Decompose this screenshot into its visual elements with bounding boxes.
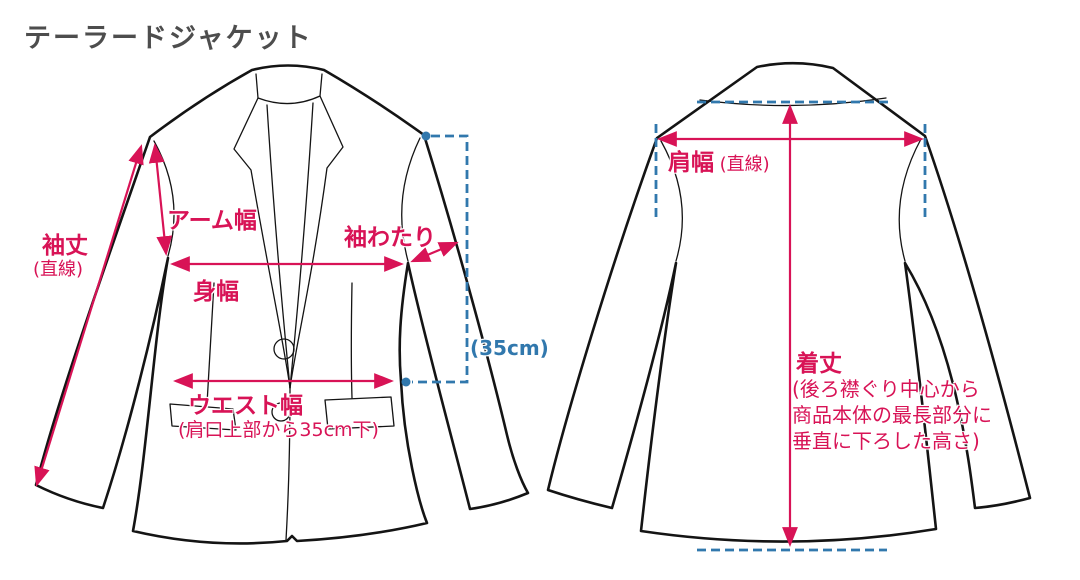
front-collar-band: [255, 73, 323, 105]
sleeve-span-label: 袖わたり: [344, 225, 436, 251]
blue-guide-dots: [401, 131, 431, 387]
front-pocket-flap-right: [324, 396, 395, 430]
offset-35cm-label: (35cm): [470, 336, 549, 360]
shoulder-width-sublabel: (直線): [719, 154, 770, 175]
measurement-arrows: [34, 104, 924, 547]
front-jacket: [34, 64, 530, 545]
front-pocket-flap-left: [169, 403, 237, 431]
body-width-label: 身幅: [193, 279, 239, 305]
sleeve-length-sublabel: (直線): [33, 259, 84, 280]
back-armhole-right: [898, 138, 922, 262]
arm-width-label: アーム幅: [167, 208, 257, 234]
garment-length-subline-3: 垂直に下ろした高さ): [792, 429, 980, 453]
garment-length-subline-1: (後ろ襟ぐり中心から: [792, 377, 980, 401]
front-35cm-bracket: [412, 134, 469, 384]
sleeve-span-arrow: [410, 241, 459, 263]
front-inner-v-right: [289, 102, 314, 389]
front-button-top: [273, 338, 295, 360]
shoulder-width-label-group: 肩幅 (直線): [668, 143, 770, 177]
front-lapel-left: [233, 97, 291, 389]
garment-length-label: 着丈: [796, 351, 842, 377]
front-inner-v-left: [266, 104, 291, 389]
waist-width-label: ウエスト幅: [188, 393, 303, 419]
blue-guides: [412, 100, 927, 552]
sleeve-length-label: 袖丈: [42, 233, 88, 259]
guide-dot-waist: [401, 377, 411, 387]
back-armhole-left: [660, 140, 683, 262]
front-lapel-right: [289, 95, 344, 389]
waist-width-sublabel: (肩口上部から35cm下): [178, 419, 379, 441]
front-dart-left: [206, 282, 215, 405]
page-title: テーラードジャケット: [24, 23, 313, 54]
garment-length-subline-2: 商品本体の最長部分に: [792, 403, 992, 427]
front-armhole-right: [401, 137, 421, 262]
sleeve-length-arrow: [34, 144, 144, 487]
guide-dot-shoulder: [421, 131, 431, 141]
arm-width-arrow: [148, 143, 173, 256]
front-button-bottom: [271, 402, 291, 422]
shoulder-width-label: 肩幅: [668, 150, 714, 176]
garment-length-sublabel: (後ろ襟ぐり中心から 商品本体の最長部分に 垂直に下ろした高さ): [792, 376, 992, 454]
